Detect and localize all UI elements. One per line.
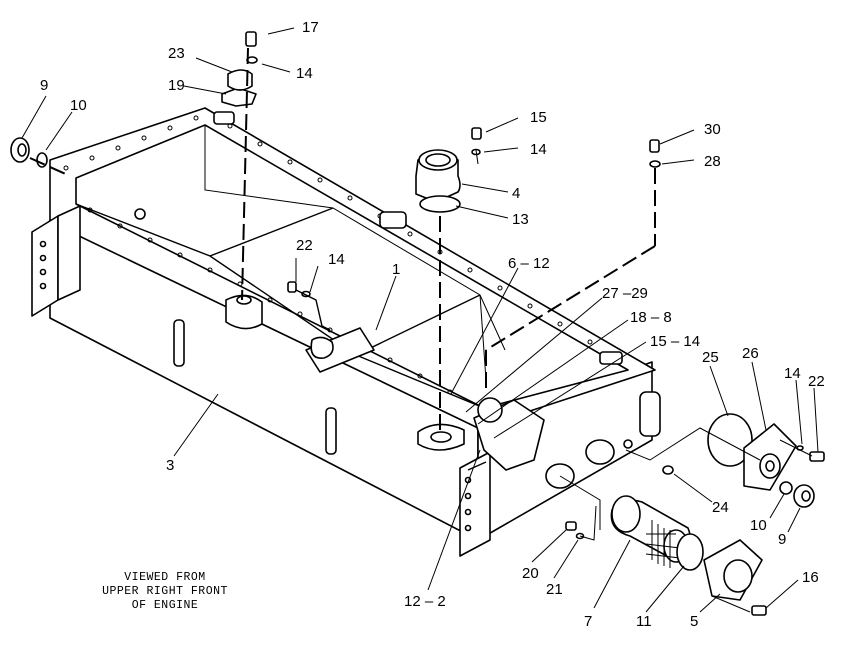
callout-14-left: 14	[328, 251, 345, 268]
baffle-2	[355, 294, 481, 356]
cover-assembly-top	[221, 31, 258, 301]
end-cover-assembly	[625, 413, 825, 508]
callout-28: 28	[704, 153, 721, 170]
bolt-30	[649, 139, 660, 153]
callout-22-right: 22	[808, 373, 825, 390]
o-ring-10b	[779, 481, 793, 495]
plug-assembly-left	[10, 137, 71, 177]
o-ring-25	[707, 413, 753, 467]
caption-line-1: VIEWED FROM	[124, 571, 205, 584]
bolt-17	[245, 31, 257, 47]
suction-bell	[310, 336, 334, 359]
callout-16: 16	[802, 569, 819, 586]
filter-assembly	[559, 475, 767, 616]
callout-24: 24	[712, 499, 729, 516]
washer-28	[649, 160, 661, 168]
pan-floor-edge	[75, 203, 485, 409]
bolt-22-assembly	[134, 208, 331, 331]
callout-14-top: 14	[296, 65, 313, 82]
bolt-22b	[809, 451, 825, 462]
callout-10-left: 10	[70, 97, 87, 114]
pan-inner-wall	[204, 125, 506, 351]
callout-10-right: 10	[750, 517, 767, 534]
callout-9-left: 9	[40, 77, 48, 94]
callout-9-right: 9	[778, 531, 786, 548]
suction-tube	[305, 327, 375, 373]
callout-25: 25	[702, 349, 719, 366]
callout-labels: 17 23 14 19 9 10 15 14 30 28 4 13 22 14 …	[40, 19, 825, 630]
callout-1: 1	[392, 261, 400, 278]
callout-7: 7	[584, 613, 592, 630]
internal-parts	[225, 294, 545, 471]
leader-lines	[21, 27, 819, 613]
bolt-20	[565, 521, 577, 531]
callout-6-12: 6 – 12	[508, 255, 550, 272]
o-ring-11	[676, 533, 704, 571]
caption-line-3: OF ENGINE	[132, 599, 199, 612]
gasket-13	[419, 195, 461, 213]
bolt-30-assembly	[485, 139, 661, 390]
cover-23	[227, 69, 253, 91]
end-port-2	[585, 439, 615, 465]
callout-22-left: 22	[296, 237, 313, 254]
callout-5: 5	[690, 613, 698, 630]
callout-15-14: 15 – 14	[650, 333, 700, 350]
callout-12-2: 12 – 2	[404, 593, 446, 610]
o-ring-small	[36, 152, 48, 168]
callout-26: 26	[742, 345, 759, 362]
callout-30: 30	[704, 121, 721, 138]
callout-18-8: 18 – 8	[630, 309, 672, 326]
pan-top-opening	[75, 124, 629, 409]
callout-13: 13	[512, 211, 529, 228]
bolt-16	[751, 605, 767, 616]
end-port-small	[623, 439, 633, 449]
callout-17: 17	[302, 19, 319, 36]
callout-11: 11	[636, 613, 652, 630]
fitting-24	[662, 465, 674, 475]
callout-15: 15	[530, 109, 547, 126]
callout-27-29: 27 –29	[602, 285, 648, 302]
callout-23: 23	[168, 45, 185, 62]
callout-20: 20	[522, 565, 539, 582]
callout-21: 21	[546, 581, 563, 598]
side-slot-2	[325, 407, 337, 455]
callout-19: 19	[168, 77, 185, 94]
end-boss	[639, 391, 661, 437]
callout-14-right: 14	[784, 365, 801, 382]
callout-14-filler: 14	[530, 141, 547, 158]
view-caption: VIEWED FROM UPPER RIGHT FRONT OF ENGINE	[102, 571, 228, 612]
filler-assembly	[415, 127, 482, 430]
left-mount-rail	[31, 215, 59, 317]
side-slot-1	[173, 319, 185, 367]
bolt-22	[287, 281, 297, 293]
mount-boss	[225, 294, 263, 330]
callout-4: 4	[512, 185, 520, 202]
bolt-15	[471, 127, 482, 140]
caption-line-2: UPPER RIGHT FRONT	[102, 585, 228, 598]
small-fitting	[134, 208, 146, 220]
oil-pan-body	[31, 107, 661, 557]
callout-3: 3	[166, 457, 174, 474]
baffle-1	[209, 207, 334, 257]
